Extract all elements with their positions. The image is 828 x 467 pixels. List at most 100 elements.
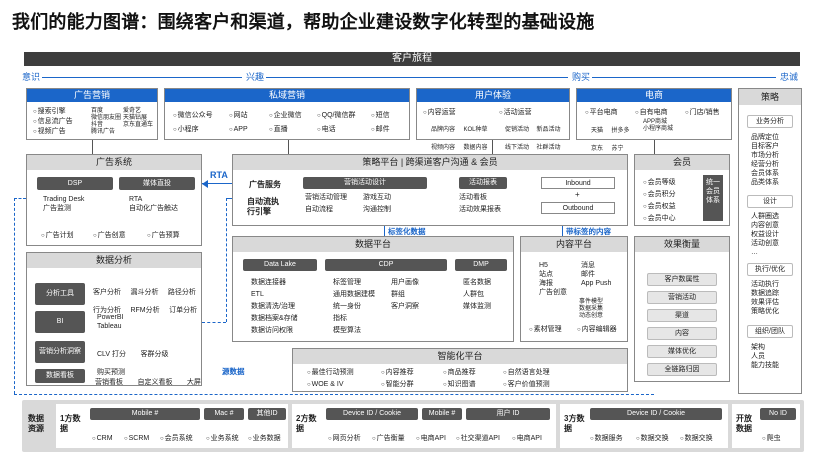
- strategy-item: 内容创意: [751, 222, 779, 229]
- ecommerce-sub: 京东: [591, 146, 604, 152]
- effect-item: 客户数属性: [647, 273, 717, 286]
- dmp-pill: DMP: [455, 259, 507, 271]
- fp-item: 业务系统: [206, 434, 239, 444]
- effect-title: 效果衡量: [635, 237, 729, 252]
- intelligence-platform-box: 智能化平台 最佳行动预测 内容推荐 商品推荐 自然语言处理 WOE & IV 智…: [292, 348, 628, 392]
- tool-item: 订单分析: [169, 307, 198, 314]
- dmp-item: 媒体监测: [463, 303, 491, 310]
- private-marketing-title: 私域营销: [165, 89, 409, 102]
- effect-measurement-box: 效果衡量 客户数属性 营销活动 渠道 内容 媒体优化 全链路归因: [634, 236, 730, 382]
- private-item: 直播: [269, 125, 288, 135]
- strategy-item: 人群圈选: [751, 213, 779, 220]
- strategy-platform-box: 策略平台 | 跨渠道客户沟通 & 会员 广告服务 自动流执行引擎 营销活动设计 …: [232, 154, 628, 226]
- third-party-label: 3方数据: [564, 414, 585, 433]
- ai-item: WOE & IV: [307, 380, 344, 390]
- ad-channel: 爱奇艺: [123, 108, 142, 114]
- dsp-pill: DSP: [37, 177, 113, 190]
- connector: [654, 140, 656, 154]
- data-lake-item: 数据档案&存储: [251, 315, 298, 322]
- campaign-item: 自动流程: [305, 206, 333, 213]
- cdp-item: 模型算法: [333, 327, 361, 334]
- fp-id: Mac #: [204, 408, 244, 420]
- third-party-panel: 3方数据 Device ID / Cookie 数据服务 数据交换 数据交换: [560, 404, 728, 448]
- fp-id: Mobile #: [90, 408, 200, 420]
- connector: [92, 140, 94, 154]
- fp-id: 其他ID: [248, 408, 286, 420]
- fp-item: 业务数据: [248, 434, 281, 444]
- open-id: No ID: [760, 408, 796, 420]
- ad-marketing-title: 广告营销: [27, 89, 157, 102]
- user-experience-box: 用户体验 内容运营 品牌内容 KOL种草 视频内容 数据内容 活动运营 促销活动…: [416, 88, 570, 151]
- page-title: 我们的能力图谱：围绕客户和渠道，帮助企业建设数字化转型的基础设施: [12, 12, 595, 32]
- content-sub: 品牌内容: [431, 127, 456, 133]
- dashed-connector: [226, 198, 227, 322]
- content-item: 广告创意: [539, 289, 567, 296]
- ai-item: 商品推荐: [443, 368, 476, 378]
- dsp-item: 广告监测: [43, 205, 71, 212]
- strategy-item: 品类体系: [751, 179, 779, 186]
- ad-bottom-item: 广告计划: [41, 231, 74, 241]
- tool-item: 路径分析: [167, 289, 196, 296]
- ad-channel: 腾讯广告: [91, 129, 116, 135]
- strategy-title: 策略: [739, 89, 801, 105]
- dashboard-item: 自定义看板: [137, 379, 173, 386]
- cdp-item: 统一身份: [333, 303, 361, 310]
- content-sub: 动态创意: [579, 313, 604, 319]
- sp-id: 用户 ID: [466, 408, 550, 420]
- ecommerce-sub: 小程序商城: [643, 126, 674, 132]
- tool-item: RFM分析: [130, 307, 160, 314]
- editor-item: 内容编辑器: [577, 325, 617, 335]
- dashed-connector: [202, 322, 226, 323]
- cdp-item: 标签管理: [333, 279, 361, 286]
- bi-pill: BI: [35, 311, 85, 333]
- ai-item: 最佳行动预测: [307, 368, 354, 378]
- source-data-label: 源数据: [222, 367, 245, 376]
- ai-item: 自然语言处理: [503, 368, 550, 378]
- strategy-item: 数据追踪: [751, 290, 779, 297]
- strategy-item: 活动创意: [751, 240, 779, 247]
- content-platform-box: 内容平台 H5 站点 海报 广告创意 消息 邮件 App Push 事件模型 数…: [520, 236, 628, 342]
- cdp-item: 群组: [391, 291, 405, 298]
- dmp-item: 匿名数据: [463, 279, 491, 286]
- ecommerce-sub: 天猫: [591, 128, 604, 134]
- dmp-item: 人群包: [463, 291, 484, 298]
- data-analysis-title: 数据分析: [27, 253, 201, 268]
- dashboard-pill: 数据看板: [35, 369, 85, 383]
- stage-purchase: 购买: [572, 72, 591, 82]
- cdp-item: 客户洞察: [391, 303, 419, 310]
- ad-item: 搜索引擎: [33, 107, 73, 117]
- rta-label: RTA: [210, 170, 228, 180]
- cdp-item: 指标: [333, 315, 347, 322]
- private-item: 短信: [371, 111, 390, 121]
- ad-channel: 微信朋友圈: [91, 115, 122, 121]
- private-item: 企业微信: [269, 111, 302, 121]
- stage-loyalty: 忠诚: [780, 72, 799, 82]
- label-data-arrow: [384, 226, 386, 236]
- ad-marketing-box: 广告营销 搜索引擎 信息流广告 视频广告 百度 微信朋友圈 抖音 腾讯广告 爱奇…: [26, 88, 158, 140]
- report-item: 活动效果报表: [459, 206, 501, 213]
- effect-item: 内容: [647, 327, 717, 340]
- ecommerce-sub: APP商城: [643, 119, 668, 125]
- fp-item: SCRM: [124, 434, 150, 444]
- data-lake-item: 数据清洗/治理: [251, 303, 295, 310]
- auto-engine-label: 自动流执行引擎: [247, 197, 279, 216]
- ad-system-title: 广告系统: [27, 155, 201, 170]
- intelligence-title: 智能化平台: [293, 349, 627, 364]
- label-content-text: 带标签的内容: [566, 227, 611, 236]
- strategy-item: 能力技能: [751, 362, 779, 369]
- dashboard-item: 大屏: [186, 379, 201, 386]
- member-item: 会员等级: [643, 177, 676, 189]
- second-party-panel: 2方数据 Device ID / Cookie Mobile # 用户 ID 网…: [292, 404, 556, 448]
- label-content-arrow: [562, 226, 564, 236]
- inbound-box: Inbound: [541, 177, 615, 189]
- ai-item: 客户价值预测: [503, 380, 550, 390]
- content-sub: KOL种草: [463, 127, 488, 133]
- strategy-section-design: 设计: [747, 195, 793, 208]
- ad-channel: 百度: [91, 108, 104, 114]
- member-title: 会员: [635, 155, 729, 170]
- tp-item: 数据交换: [680, 434, 713, 444]
- marketing-insight-pill: 营销分析洞察: [35, 341, 85, 363]
- tool-item: 行为分析: [93, 307, 121, 314]
- ad-item: 视频广告: [33, 127, 73, 137]
- ad-channel: 抖音: [91, 122, 104, 128]
